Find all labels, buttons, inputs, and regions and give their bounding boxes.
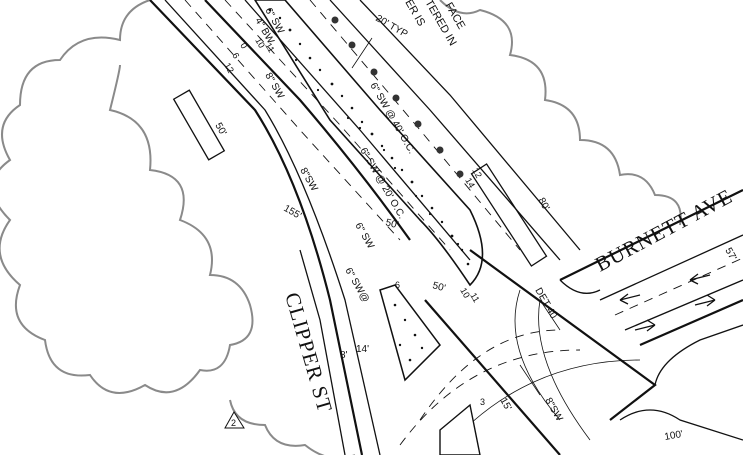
south-island [379, 284, 441, 382]
curb-return [559, 279, 601, 294]
turn-path-4 [514, 289, 561, 421]
dim-155: 155' [282, 203, 304, 222]
detail-mark: 2 [224, 411, 245, 429]
lane-arrows [619, 273, 716, 332]
south-curb [654, 324, 743, 386]
median-island [254, 0, 484, 287]
lane-line-dashed-1 [184, 0, 401, 241]
lane-code-7: 14 [463, 176, 477, 190]
lane-line-solid-3 [359, 0, 581, 251]
bottom-island [439, 403, 481, 455]
burnett-ave-label: BURNETT AVE [591, 184, 736, 277]
burnett-curb-north [559, 189, 743, 281]
leader-det40 [539, 299, 561, 331]
revision-cloud-right [439, 0, 682, 226]
dim-57: 57' [722, 246, 738, 263]
label-det40: DET 40 [532, 286, 559, 321]
label-8sw-a: 8" SW [262, 71, 286, 101]
dim-box-50-left [172, 89, 226, 161]
burnett-lane-3 [624, 279, 743, 331]
dim-box-80 [470, 163, 548, 267]
dim-80: 80' [535, 196, 551, 213]
lane-code-3: 12 [222, 61, 236, 75]
lane-code-4: 10 [253, 36, 267, 50]
clipper-edge-b [299, 249, 346, 455]
clipper-st-label: CLIPPER ST [280, 290, 337, 416]
dim-50-mid: 50' [384, 217, 400, 231]
label-6sw-low: 6" SW@ [342, 266, 371, 305]
revision-cloud-bottom [229, 399, 355, 455]
turn-path-5 [538, 299, 591, 441]
leader-20typ [351, 37, 373, 69]
revision-cloud-left [0, 0, 254, 394]
intersection-edge [469, 249, 657, 421]
burnett-curb-south [639, 298, 743, 347]
label-20typ: 20' TYP [374, 13, 410, 40]
label-6sw-mid: 6" SW [352, 221, 376, 251]
lane-code-6: 12 [470, 166, 484, 180]
turn-path-1 [419, 329, 561, 421]
clipper-curb-west [149, 0, 364, 455]
lane-line-solid-1 [244, 0, 471, 261]
lane-code-2: 6 [230, 51, 241, 60]
clipper-row-line [164, 0, 381, 455]
lane-line-dashed-2 [224, 0, 451, 251]
intersection-edge-2 [424, 299, 561, 455]
dim-14: 14' [356, 344, 369, 355]
lane-line-dashed-3 [309, 0, 521, 251]
lane-code-8: 10 [458, 286, 472, 300]
clipper-curb-east [204, 0, 411, 241]
dim-8: 8' [340, 350, 348, 361]
lane-code-5: 11 [263, 41, 276, 54]
dim-100: 100' [664, 429, 684, 443]
pavement-markers [331, 16, 464, 178]
south-curb-2 [619, 409, 743, 441]
south-island-stipple [393, 303, 424, 362]
leader-8sw-c [519, 364, 541, 396]
dim-50-low: 50' [431, 280, 447, 294]
label-8sw-c: 8"SW [542, 396, 564, 424]
burnett-lane-1 [599, 234, 743, 301]
burnett-lane-2 [614, 257, 743, 316]
lane-code-1: 0 [238, 41, 249, 50]
lane-code-9: 11 [468, 291, 481, 304]
dim-6: 6 [395, 280, 400, 290]
detail-mark-number: 2 [231, 418, 236, 428]
dim-3: 3 [480, 397, 485, 407]
